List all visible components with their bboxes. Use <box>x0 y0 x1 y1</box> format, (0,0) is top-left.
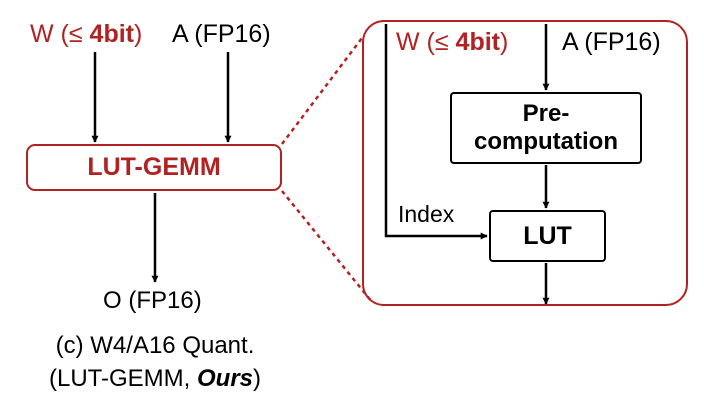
lut-box: LUT <box>489 210 606 262</box>
caption-line-1: (c) W4/A16 Quant. <box>55 332 255 359</box>
weight-input-label: W (≤ 4bit) <box>30 20 143 48</box>
detail-panel <box>362 20 688 306</box>
lut-label: LUT <box>523 221 572 250</box>
zoom-line-bottom <box>281 190 373 303</box>
precomputation-label-line-2: computation <box>474 128 618 155</box>
detail-weight-label: W (≤ 4bit) <box>396 28 509 56</box>
lut-gemm-box: LUT-GEMM <box>26 144 282 191</box>
activation-input-label: A (FP16) <box>172 20 271 48</box>
arrow-index-to-lut <box>384 24 488 240</box>
output-label: O (FP16) <box>103 287 202 314</box>
caption-line-2: (LUT-GEMM, Ours) <box>48 365 261 392</box>
precomputation-label-line-1: Pre- <box>522 100 570 127</box>
precomputation-box: Pre- computation <box>450 92 642 164</box>
zoom-line-top <box>281 37 363 145</box>
index-label: Index <box>398 201 455 227</box>
detail-activation-label: A (FP16) <box>562 28 661 56</box>
lut-gemm-label: LUT-GEMM <box>87 153 221 181</box>
